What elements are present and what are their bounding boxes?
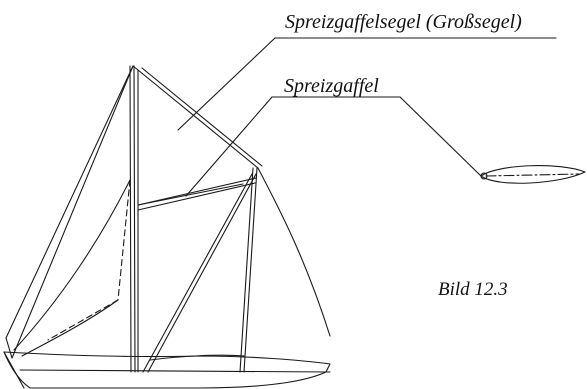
- mainsail: [132, 65, 263, 169]
- main-mast: [239, 167, 258, 373]
- leader-lines: [177, 37, 557, 197]
- aft-sail: [137, 167, 331, 373]
- mainsail-label: Spreizgaffelsegel (Großsegel): [285, 11, 522, 33]
- gaff-cross-section: [480, 165, 586, 184]
- spreizgaffel: [137, 177, 257, 211]
- fore-mast: [129, 65, 139, 373]
- jib-sail: [5, 65, 134, 359]
- hull: [3, 351, 331, 389]
- staysail: [13, 179, 131, 357]
- figure-caption: Bild 12.3: [438, 279, 508, 300]
- gaff-label: Spreizgaffel: [284, 75, 379, 97]
